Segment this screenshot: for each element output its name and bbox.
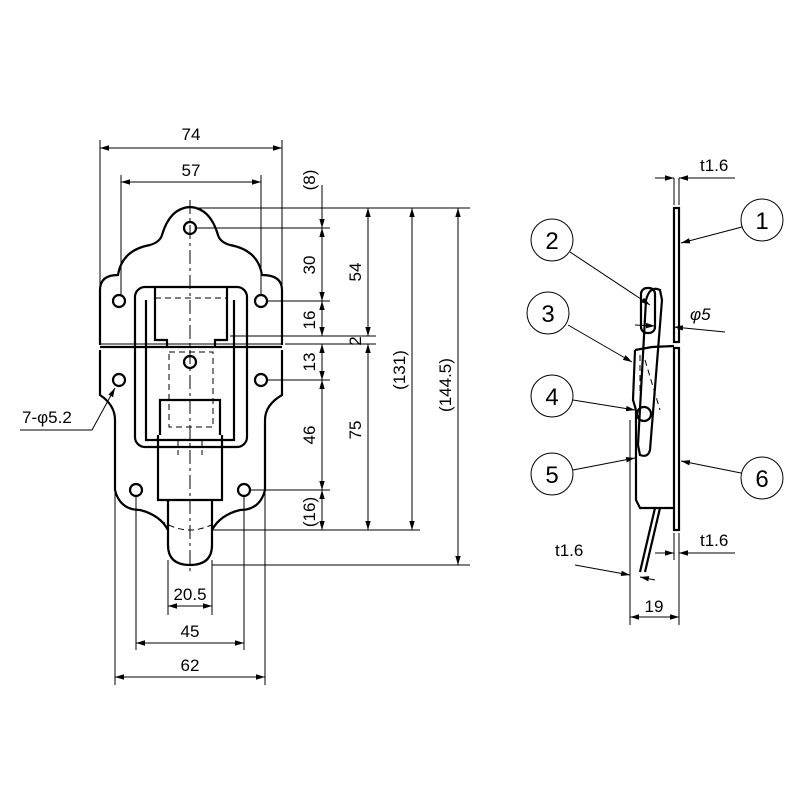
dim-8: (8) bbox=[300, 170, 319, 191]
dim-16: 16 bbox=[300, 311, 319, 330]
svg-text:5: 5 bbox=[545, 462, 558, 489]
callout-4: 4 bbox=[530, 374, 636, 418]
callout-6: 6 bbox=[680, 456, 784, 500]
svg-text:6: 6 bbox=[755, 466, 768, 493]
dim-75: 75 bbox=[346, 421, 365, 440]
dim-t1-6-lever: t1.6 bbox=[555, 541, 583, 560]
dim-144-5: (144.5) bbox=[436, 358, 455, 412]
svg-text:4: 4 bbox=[545, 384, 558, 411]
dim-45: 45 bbox=[181, 622, 200, 641]
svg-text:3: 3 bbox=[541, 301, 554, 328]
dim-holes: 7-φ5.2 bbox=[22, 408, 72, 427]
dim-30: 30 bbox=[300, 256, 319, 275]
dim-131: (131) bbox=[390, 350, 409, 390]
dim-13: 13 bbox=[300, 353, 319, 372]
svg-text:2: 2 bbox=[545, 228, 558, 255]
dim-54: 54 bbox=[346, 263, 365, 282]
dim-16-bottom: (16) bbox=[300, 497, 319, 527]
housing bbox=[133, 285, 249, 449]
callout-2: 2 bbox=[530, 218, 651, 306]
callout-1: 1 bbox=[680, 198, 784, 244]
dim-74: 74 bbox=[182, 125, 201, 144]
front-view: 74 57 (8) 30 16 13 46 (16) 54 2 75 (131)… bbox=[20, 125, 470, 685]
base-plate-lower bbox=[672, 346, 681, 532]
dim-phi5: φ5 bbox=[690, 305, 711, 324]
callout-5: 5 bbox=[530, 452, 636, 496]
dim-19: 19 bbox=[645, 597, 664, 616]
dim-2: 2 bbox=[346, 336, 365, 345]
dim-t1-6-bottom: t1.6 bbox=[700, 531, 728, 550]
dim-20-5: 20.5 bbox=[173, 585, 206, 604]
tongue bbox=[166, 500, 214, 567]
side-view: t1.6 φ5 t1.6 t1.6 19 1 2 3 4 5 bbox=[526, 156, 784, 625]
dim-62: 62 bbox=[181, 656, 200, 675]
dim-57: 57 bbox=[182, 161, 201, 180]
dim-t1-6-top: t1.6 bbox=[700, 156, 728, 175]
base-plate-upper bbox=[672, 206, 681, 344]
svg-text:1: 1 bbox=[755, 208, 768, 235]
callout-3: 3 bbox=[526, 291, 633, 363]
dim-46: 46 bbox=[300, 426, 319, 445]
